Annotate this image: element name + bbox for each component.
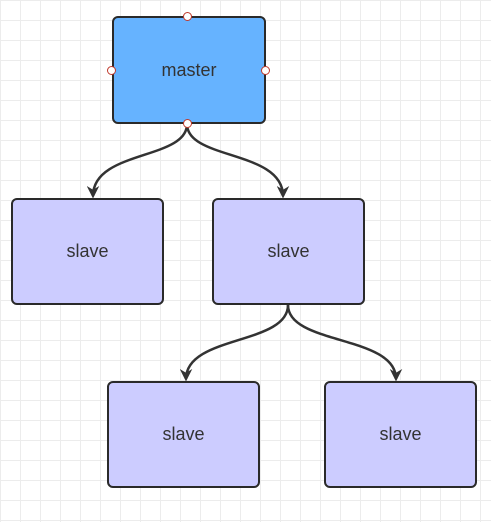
slave-node-1[interactable]: slave [11,198,164,305]
master-connection-handle-top[interactable] [183,12,192,21]
master-node[interactable]: master [112,16,266,124]
slave-node-2-label: slave [267,241,310,261]
slave-node-2[interactable]: slave [212,198,365,305]
edge-master-to-slave-2[interactable] [185,123,290,199]
edge-master-to-slave-1[interactable] [86,123,189,199]
master-connection-handle-right[interactable] [261,66,270,75]
edge-slave-2-to-slave-4[interactable] [286,304,403,382]
slave-node-4[interactable]: slave [324,381,477,488]
slave-node-3[interactable]: slave [107,381,260,488]
master-connection-handle-left[interactable] [107,66,116,75]
slave-node-3-label: slave [162,424,205,444]
slave-node-1-label: slave [66,241,109,261]
edge-slave-2-to-slave-3[interactable] [179,304,290,382]
master-node-label: master [161,59,217,80]
slave-node-4-label: slave [379,424,422,444]
master-connection-handle-bottom[interactable] [183,119,192,128]
